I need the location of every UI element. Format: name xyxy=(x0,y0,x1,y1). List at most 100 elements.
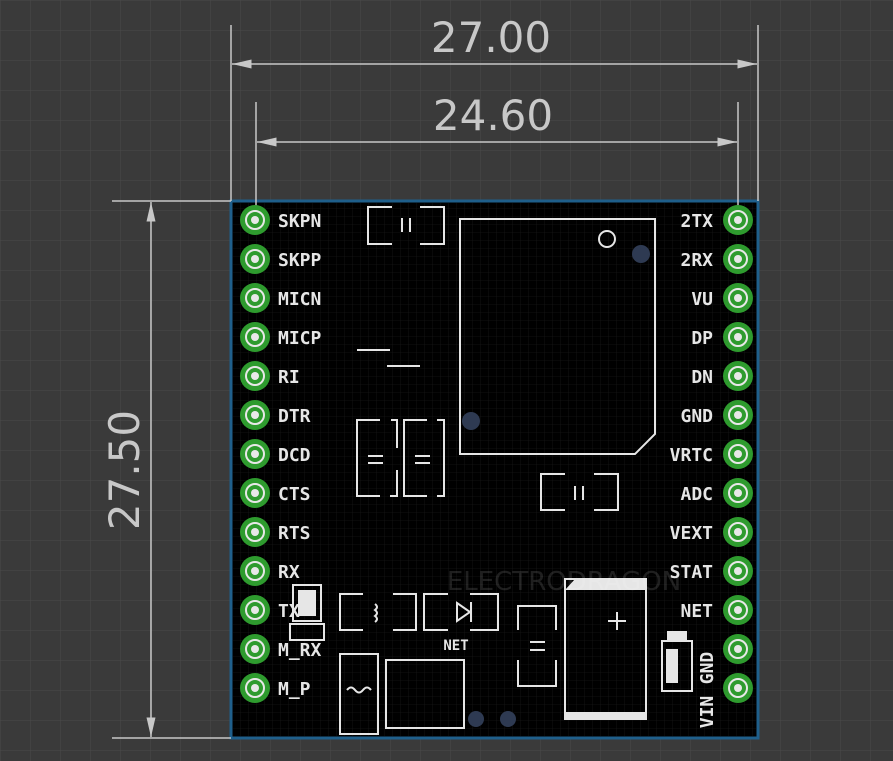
right-pin-vrtc: VRTC xyxy=(670,439,753,469)
right-pin-2tx: 2TX xyxy=(680,205,753,235)
pin-hole xyxy=(245,249,265,269)
dimension-width-outer-label: 27.00 xyxy=(431,13,551,62)
pin-drill xyxy=(734,333,742,341)
pin-hole xyxy=(728,561,748,581)
pin-drill xyxy=(734,372,742,380)
right-pin-gnd: GND xyxy=(697,634,753,684)
pin-label: VEXT xyxy=(670,523,714,544)
left-pin-mp: M_P xyxy=(240,673,311,703)
pin-drill xyxy=(251,567,259,575)
dimension-height-label: 27.50 xyxy=(100,410,149,530)
pin-drill xyxy=(734,606,742,614)
pin-hole xyxy=(245,561,265,581)
pin-label: STAT xyxy=(670,562,714,583)
pin-hole xyxy=(245,366,265,386)
right-pin-2rx: 2RX xyxy=(680,244,753,274)
pin-label: 2TX xyxy=(680,211,713,232)
pin-hole xyxy=(728,678,748,698)
pin-label: ADC xyxy=(680,484,713,505)
pin-label: DP xyxy=(691,328,713,349)
pin-drill xyxy=(251,294,259,302)
pin-label: SKPN xyxy=(278,211,321,232)
dimension-width-outer: 27.00 xyxy=(230,13,759,201)
right-pin-adc: ADC xyxy=(680,478,753,508)
pin-hole xyxy=(728,444,748,464)
pin-label: DTR xyxy=(278,406,311,427)
dimension-width-inner: 24.60 xyxy=(255,91,739,215)
pin-drill xyxy=(734,528,742,536)
left-pin-dcd: DCD xyxy=(240,439,311,469)
pin-hole xyxy=(245,288,265,308)
pin-hole xyxy=(728,288,748,308)
pin-hole xyxy=(245,483,265,503)
pin-label: TX xyxy=(278,601,300,622)
pin-drill xyxy=(734,684,742,692)
board-grid xyxy=(233,203,756,736)
pin-drill xyxy=(251,450,259,458)
pin-hole xyxy=(245,522,265,542)
pin-drill xyxy=(251,333,259,341)
left-pin-rts: RTS xyxy=(240,517,311,547)
pin-hole xyxy=(728,366,748,386)
right-pin-vext: VEXT xyxy=(670,517,753,547)
pin-hole xyxy=(245,639,265,659)
watermark: ELECTRODRAGON xyxy=(447,567,681,597)
pin-drill xyxy=(734,294,742,302)
pin-label: M_RX xyxy=(278,640,322,661)
pin-hole xyxy=(728,249,748,269)
pin-drill xyxy=(734,645,742,653)
pin-hole xyxy=(245,678,265,698)
pin-label: MICP xyxy=(278,328,322,349)
pin-label: CTS xyxy=(278,484,311,505)
right-pin-dp: DP xyxy=(691,322,753,352)
pin-drill xyxy=(251,216,259,224)
pin-drill xyxy=(734,255,742,263)
pin-hole xyxy=(728,405,748,425)
dimension-height: 27.50 xyxy=(100,200,231,739)
pin-hole xyxy=(245,327,265,347)
right-pin-dn: DN xyxy=(691,361,753,391)
pin-label: NET xyxy=(680,601,713,622)
right-pin-stat: STAT xyxy=(670,556,753,586)
pin-label: SKPP xyxy=(278,250,322,271)
pin-label: RTS xyxy=(278,523,311,544)
pin-drill xyxy=(251,372,259,380)
pin-drill xyxy=(734,450,742,458)
pin-label: DCD xyxy=(278,445,311,466)
pin-label: VRTC xyxy=(670,445,713,466)
pin-drill xyxy=(251,411,259,419)
pin-hole xyxy=(728,210,748,230)
pin-drill xyxy=(734,567,742,575)
pin-label: M_P xyxy=(278,679,311,700)
pin-hole xyxy=(245,210,265,230)
right-pin-vin: VIN xyxy=(697,673,753,728)
pin-hole xyxy=(728,639,748,659)
pin-drill xyxy=(734,489,742,497)
left-pin-mrx: M_RX xyxy=(240,634,322,664)
pin-hole xyxy=(728,327,748,347)
pin-drill xyxy=(251,255,259,263)
pin-label: VU xyxy=(691,289,713,310)
silkscreen-components xyxy=(289,206,693,735)
pin-hole xyxy=(728,600,748,620)
pin-hole xyxy=(245,444,265,464)
pin-hole xyxy=(245,600,265,620)
pin-drill xyxy=(251,684,259,692)
pin-hole xyxy=(728,483,748,503)
left-pin-tx: TX xyxy=(240,595,300,625)
left-pin-header: SKPNSKPPMICNMICPRIDTRDCDCTSRTSRXTXM_RXM_… xyxy=(240,205,322,703)
right-pin-net: NET xyxy=(680,595,753,625)
pin-label: DN xyxy=(691,367,713,388)
left-pin-cts: CTS xyxy=(240,478,311,508)
pin-drill xyxy=(251,489,259,497)
pin-drill xyxy=(251,645,259,653)
pin-drill xyxy=(251,606,259,614)
pin-label: MICN xyxy=(278,289,321,310)
dimension-width-inner-label: 24.60 xyxy=(433,91,553,140)
pin-label: GND xyxy=(697,652,718,685)
right-pin-vu: VU xyxy=(691,283,753,313)
left-pin-dtr: DTR xyxy=(240,400,311,430)
left-pin-micn: MICN xyxy=(240,283,321,313)
